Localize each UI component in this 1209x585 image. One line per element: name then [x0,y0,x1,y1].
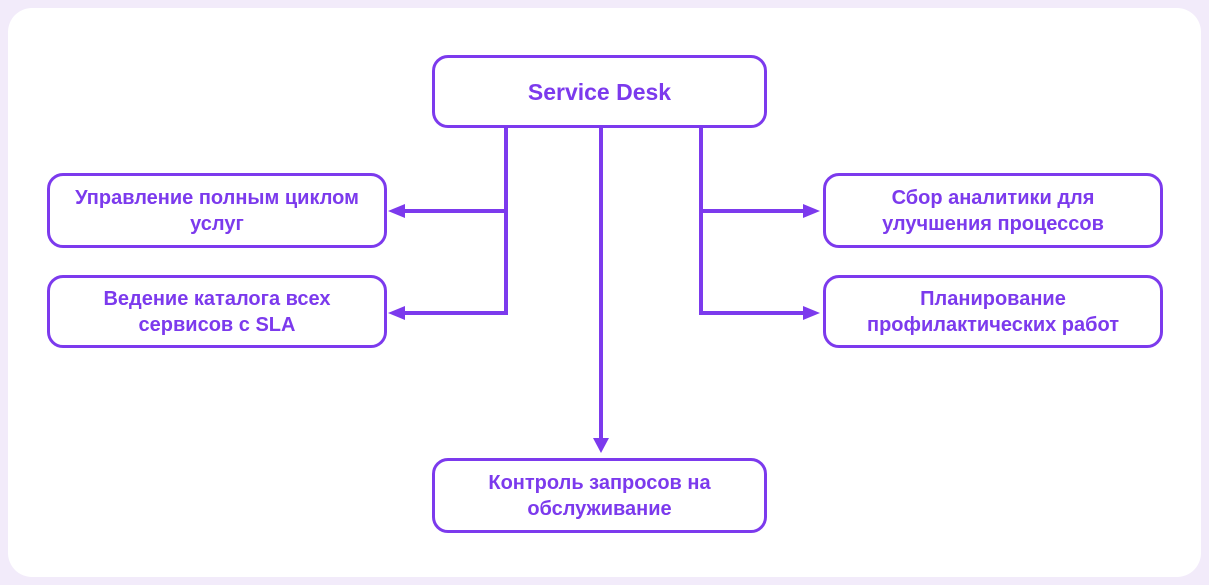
connector-left-top-horizontal [403,209,504,213]
node-service-catalog-sla-label: Ведение каталога всех сервисов с SLA [103,287,331,336]
connector-center-vertical [599,128,603,440]
node-full-cycle-management-label: Управление полным циклом услуг [75,186,359,235]
arrowhead-right-top [803,204,820,218]
arrowhead-left-top [388,204,405,218]
arrowhead-left-bottom [388,306,405,320]
node-maintenance-planning-label: Планирование профилактических работ [866,287,1120,336]
node-analytics-collection: Сбор аналитики для улучшения процессов [823,173,1163,248]
node-service-request-control-label: Контроль запросов на обслуживание [488,471,711,520]
connector-left-bottom-horizontal [403,311,504,315]
node-maintenance-planning: Планирование профилактических работ [823,275,1163,348]
node-service-desk-label: Service Desk [527,78,672,105]
node-full-cycle-management: Управление полным циклом услуг [47,173,387,248]
connector-right-vertical [699,128,703,315]
node-service-catalog-sla: Ведение каталога всех сервисов с SLA [47,275,387,348]
connector-right-bottom-horizontal [703,311,804,315]
connector-left-vertical [504,128,508,315]
connector-right-top-horizontal [703,209,804,213]
arrowhead-right-bottom [803,306,820,320]
node-analytics-collection-label: Сбор аналитики для улучшения процессов [882,186,1104,235]
node-service-request-control: Контроль запросов на обслуживание [432,458,767,533]
node-service-desk: Service Desk [432,55,767,128]
arrowhead-bottom-center [593,438,609,453]
